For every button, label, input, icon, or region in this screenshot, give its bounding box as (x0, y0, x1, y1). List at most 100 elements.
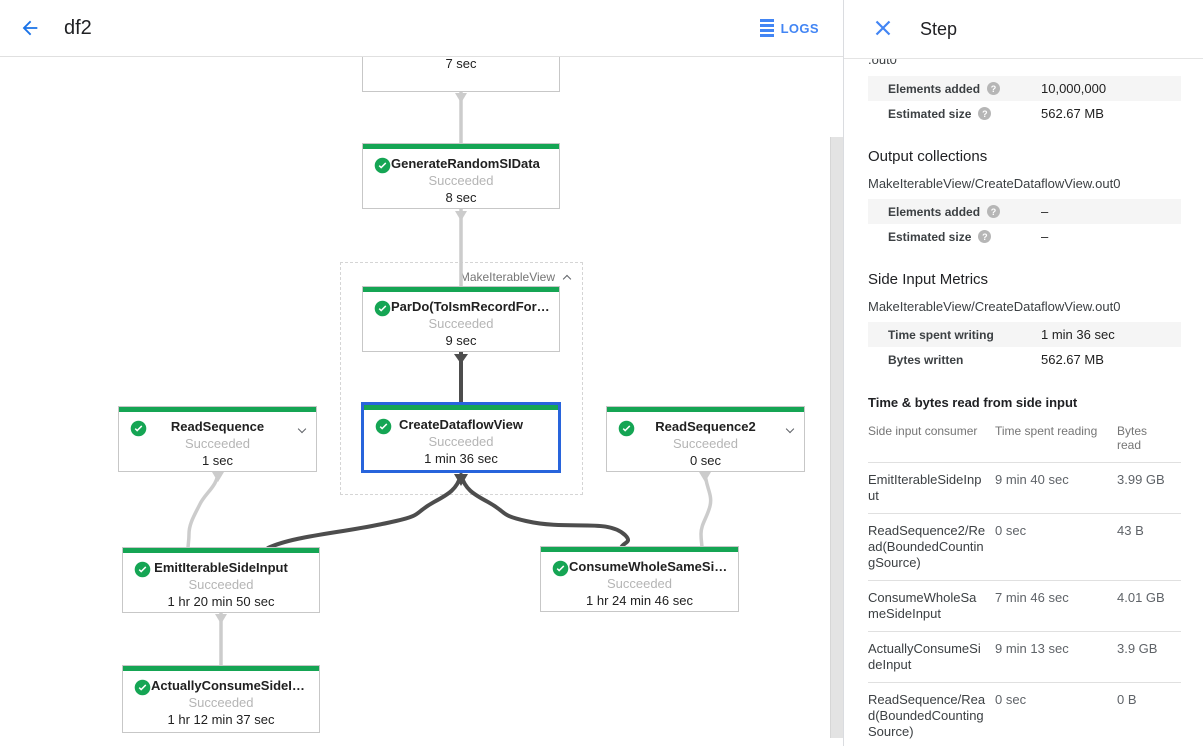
graph-node-pardo-toismrecord[interactable]: ParDo(ToIsmRecordFor… Succeeded 9 sec (362, 286, 560, 352)
group-collapse-toggle[interactable]: MakeIterableView (459, 270, 572, 284)
node-title: CreateDataflowView (398, 417, 524, 432)
output-collections-heading: Output collections (868, 148, 988, 165)
time-cell: 9 min 40 sec (995, 462, 1117, 514)
node-duration: 1 hr 24 min 46 sec (586, 593, 693, 608)
time-cell: 9 min 13 sec (995, 631, 1117, 683)
node-status: Succeeded (428, 434, 494, 449)
job-title: df2 (64, 16, 92, 39)
metric-label: Elements added (888, 204, 981, 219)
side-input-metrics-heading: Side Input Metrics (868, 271, 989, 288)
metric-value: – (1041, 229, 1049, 244)
panel-header: Step (844, 0, 1203, 59)
node-duration: 1 min 36 sec (424, 451, 498, 466)
panel-title: Step (920, 18, 958, 39)
pipeline-graph-canvas[interactable]: MakeIterableView Succeeded 7 sec Generat… (0, 0, 843, 746)
node-title: ReadSequence (170, 419, 265, 434)
node-status: Succeeded (428, 173, 494, 188)
table-row: ActuallyConsumeSideInput 9 min 13 sec 3.… (868, 631, 1181, 683)
node-status-bar (541, 547, 738, 552)
canvas-vertical-scrollbar[interactable] (830, 137, 843, 738)
graph-node-createdataflowview-selected[interactable]: CreateDataflowView Succeeded 1 min 36 se… (361, 402, 561, 473)
node-expand-toggle[interactable] (297, 420, 307, 435)
group-label: MakeIterableView (459, 270, 555, 284)
node-status-bar (363, 287, 559, 292)
side-input-table-heading: Time & bytes read from side input (868, 395, 1078, 410)
graph-node-actuallyconsumesideinput[interactable]: ActuallyConsumeSideI… Succeeded 1 hr 12 … (122, 665, 320, 733)
help-icon[interactable]: ? (987, 205, 1001, 218)
node-duration: 1 hr 12 min 37 sec (167, 712, 275, 727)
node-duration: 0 sec (689, 453, 722, 468)
check-circle-icon (134, 561, 151, 578)
help-icon[interactable]: ? (978, 230, 992, 243)
output-metrics: Elements added ? – Estimated size ? – (868, 199, 1181, 249)
metric-value: – (1041, 204, 1049, 219)
close-icon[interactable] (874, 19, 894, 39)
graph-node-readsequence2[interactable]: ReadSequence2 Succeeded 0 sec (606, 406, 805, 472)
bytes-cell: 43 B (1117, 513, 1181, 581)
metric-value: 562.67 MB (1041, 352, 1104, 367)
metric-row: Elements added ? – (868, 199, 1181, 224)
column-header: Time spent reading (995, 418, 1117, 463)
metric-row: Estimated size ? – (868, 224, 1181, 249)
node-status: Succeeded (188, 577, 254, 592)
table-row: ConsumeWholeSameSideInput 7 min 46 sec 4… (868, 580, 1181, 632)
metric-value: 1 min 36 sec (1041, 327, 1115, 342)
consumer-cell: ConsumeWholeSameSideInput (868, 580, 995, 632)
logs-button[interactable]: LOGS (759, 18, 819, 38)
node-status: Succeeded (428, 316, 494, 331)
graph-node-generaterandomsidata[interactable]: GenerateRandomSIData Succeeded 8 sec (362, 143, 560, 209)
graph-node-emititerablesideinput[interactable]: EmitIterableSideInput Succeeded 1 hr 20 … (122, 547, 320, 613)
side-input-table: Side input consumer Time spent reading B… (868, 418, 1181, 746)
back-button[interactable] (18, 16, 42, 40)
chevron-down-icon (297, 424, 307, 434)
table-row: ReadSequence2/Read(BoundedCountingSource… (868, 513, 1181, 581)
node-duration: 9 sec (445, 333, 477, 348)
step-details-panel: Step .out0 Elements added ? 10,000,000 E… (843, 0, 1203, 746)
node-status-bar (119, 407, 316, 412)
chevron-down-icon (785, 424, 795, 434)
consumer-cell: ActuallyConsumeSideInput (868, 631, 995, 683)
top-toolbar: df2 LOGS (0, 0, 843, 57)
node-status-bar (607, 407, 804, 412)
node-status: Succeeded (184, 436, 251, 451)
metric-row: Estimated size ? 562.67 MB (868, 101, 1181, 126)
metric-label: Estimated size (888, 106, 972, 121)
check-circle-icon (618, 420, 635, 437)
check-circle-icon (130, 420, 147, 437)
graph-node-consumewholesamesideinput[interactable]: ConsumeWholeSameSi… Succeeded 1 hr 24 mi… (540, 546, 739, 612)
collection-name: MakeIterableView/CreateDataflowView.out0 (868, 299, 1121, 314)
node-title: ActuallyConsumeSideI… (151, 678, 305, 693)
consumer-cell: EmitIterableSideInput (868, 462, 995, 514)
node-title: ReadSequence2 (655, 419, 756, 434)
bytes-cell: 4.01 GB (1117, 580, 1181, 632)
graph-node-readsequence[interactable]: ReadSequence Succeeded 1 sec (118, 406, 317, 472)
metric-label: Elements added (888, 81, 981, 96)
node-status-bar (364, 405, 558, 410)
column-header: Side input consumer (868, 418, 995, 463)
side-input-metric-rows: Time spent writing 1 min 36 sec Bytes wr… (868, 322, 1181, 372)
column-header: Bytes read (1117, 418, 1181, 463)
node-duration: 7 sec (445, 56, 477, 71)
node-expand-toggle[interactable] (785, 420, 795, 435)
bytes-cell: 0 B (1117, 682, 1181, 746)
help-icon[interactable]: ? (987, 82, 1001, 95)
metric-value: 562.67 MB (1041, 106, 1104, 121)
collection-name: MakeIterableView/CreateDataflowView.out0 (868, 176, 1121, 191)
clipped-collection-name: .out0 (868, 59, 897, 67)
check-circle-icon (374, 157, 391, 174)
node-status: Succeeded (606, 576, 673, 591)
node-duration: 1 hr 20 min 50 sec (167, 594, 275, 609)
check-circle-icon (375, 418, 392, 435)
metric-label: Time spent writing (888, 327, 994, 342)
node-title: GenerateRandomSIData (391, 156, 540, 171)
check-circle-icon (374, 300, 391, 317)
help-icon[interactable]: ? (978, 107, 992, 120)
table-row: ReadSequence/Read(BoundedCountingSource)… (868, 682, 1181, 746)
time-cell: 0 sec (995, 682, 1117, 746)
node-status-bar (123, 548, 319, 553)
node-duration: 8 sec (445, 190, 477, 205)
node-status: Succeeded (672, 436, 739, 451)
metric-row: Bytes written 562.67 MB (868, 347, 1181, 372)
node-status-bar (363, 144, 559, 149)
